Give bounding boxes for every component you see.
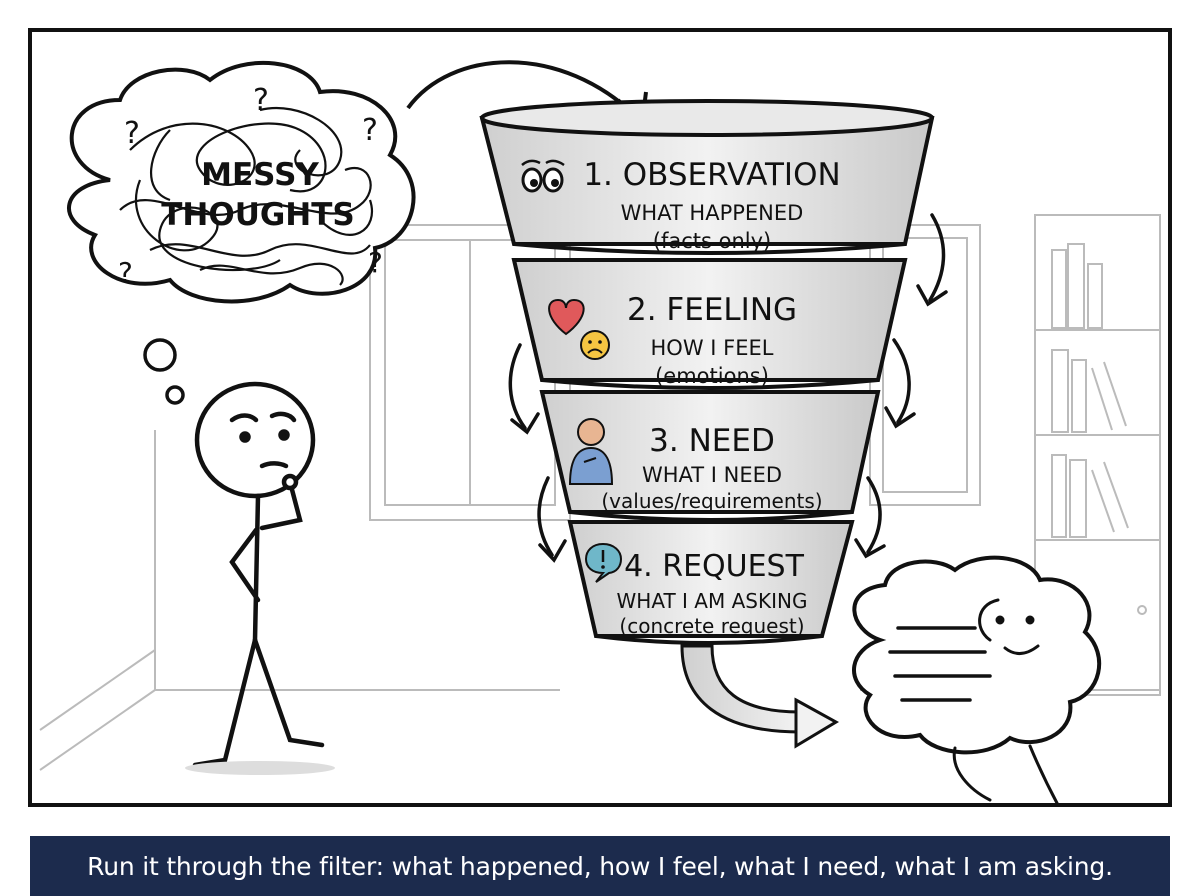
stage-note-3: (values/requirements) [601,489,822,513]
floor-shadow [185,761,335,775]
stage-title-4: 4. REQUEST [624,549,805,584]
funnel-stage-feeling [511,258,908,390]
stage-subtitle-4: WHAT I AM ASKING [617,589,808,613]
stage-title-1: 1. OBSERVATION [583,157,840,193]
question-mark: ? [124,116,140,151]
cloud-text-line2: THOUGHTS [161,197,354,233]
funnel-stage-request [567,520,855,645]
heart-sad-face-icon [548,298,610,360]
cloud-text-line1: MESSY [201,157,319,193]
confused-stick-figure [192,381,325,768]
eyes-icon [521,159,565,193]
stage-title-2: 2. FEELING [627,292,797,328]
stage-subtitle-2: HOW I FEEL [651,336,774,360]
question-mark: ? [368,246,383,279]
stage-subtitle-3: WHAT I NEED [642,463,782,487]
flow-arrows [508,213,948,563]
stage-subtitle-1: WHAT HAPPENED [621,201,804,225]
question-mark: ? [253,83,269,118]
caption-text: Run it through the filter: what happened… [87,851,1113,881]
funnel-stage-observation [479,99,935,255]
stage-title-3: 3. NEED [649,423,775,459]
funnel-stage-need [539,390,881,522]
question-mark: ? [362,113,378,148]
question-mark: ? [118,256,133,289]
filter-funnel [479,99,935,645]
stage-note-1: (facts only) [653,229,771,253]
caption-bar: Run it through the filter: what happened… [30,836,1170,896]
stage-note-2: (emotions) [655,364,769,388]
calm-thought-cloud [852,555,1102,807]
speech-bubble-exclamation-icon [584,542,623,583]
messy-thought-cloud: MESSY THOUGHTS ? ? ? ? ? [67,60,416,405]
person-hand-on-chest-icon [568,418,614,485]
stage-note-4: (concrete request) [619,614,804,638]
arrow-into-funnel [406,60,642,122]
